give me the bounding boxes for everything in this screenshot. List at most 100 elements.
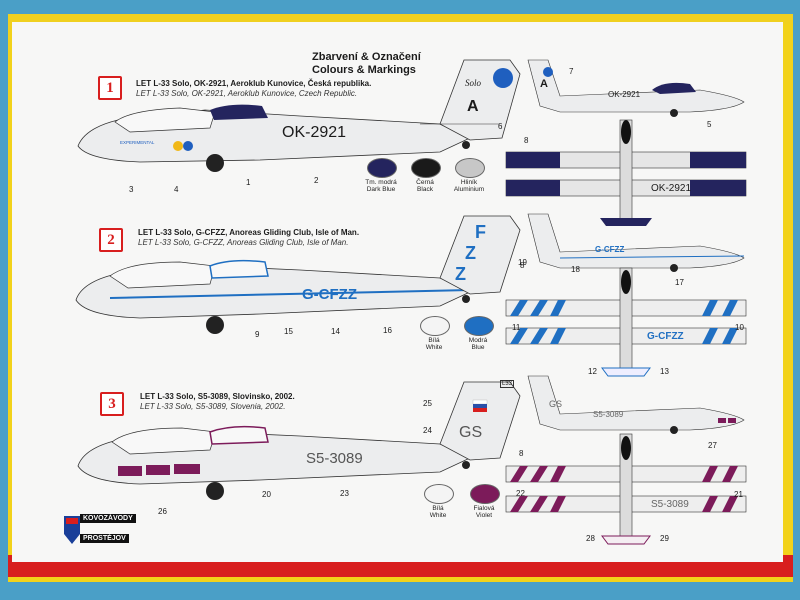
callout-18: 18 bbox=[571, 265, 580, 274]
color-name-cz: Fialová bbox=[473, 505, 495, 512]
variant-3-title: LET L-33 Solo, S5-3089, Slovinsko, 2002. bbox=[140, 392, 295, 401]
variant-1-small-registration: OK-2921 bbox=[608, 90, 641, 99]
callout-3: 3 bbox=[129, 185, 134, 194]
color-name-en: Blue bbox=[471, 344, 485, 351]
callout-12: 12 bbox=[588, 367, 597, 376]
callout-9: 9 bbox=[255, 330, 260, 339]
glider-side-view-3 bbox=[77, 381, 521, 500]
glider-plan-view-3 bbox=[505, 433, 747, 545]
kovozavody-logo-emblem bbox=[64, 516, 80, 544]
callout-5: 5 bbox=[707, 120, 712, 129]
color-name-cz: Tm. modrá bbox=[365, 179, 397, 186]
variant-1-fin-script: Solo bbox=[465, 78, 482, 88]
callout-24: 24 bbox=[423, 426, 432, 435]
callout-2: 2 bbox=[314, 176, 319, 185]
variant-1-small-fin-letter: A bbox=[540, 78, 548, 90]
callout-8-v3: 8 bbox=[519, 449, 524, 458]
variant-1-subtitle: LET L-33 Solo, OK-2921, Aeroklub Kunovic… bbox=[136, 89, 358, 98]
callout-4: 4 bbox=[174, 185, 179, 194]
variant-2-fin-letter-1: F bbox=[475, 222, 486, 242]
logo-text-bottom: PROSTĚJOV bbox=[80, 534, 129, 543]
callout-19: 19 bbox=[518, 258, 527, 267]
callout-21: 21 bbox=[734, 490, 743, 499]
callout-25: 25 bbox=[423, 399, 432, 408]
variant-2-small-registration: G-CFZZ bbox=[595, 245, 625, 254]
callout-14: 14 bbox=[331, 327, 340, 336]
callout-8-v2: 8 bbox=[520, 261, 525, 270]
variant-3-fin-tag: L33 bbox=[500, 380, 515, 388]
color-swatch-2-2 bbox=[464, 316, 494, 336]
color-name-en: Black bbox=[417, 186, 433, 193]
callout-11: 11 bbox=[512, 323, 521, 332]
variant-2-number: 2 bbox=[99, 228, 123, 252]
variant-3-number: 3 bbox=[100, 392, 124, 416]
color-name-cz: Hliník bbox=[460, 179, 478, 186]
callout-8: 8 bbox=[524, 136, 529, 145]
variant-1-title: LET L-33 Solo, OK-2921, Aeroklub Kunovic… bbox=[136, 79, 372, 88]
color-name-en: Dark Blue bbox=[366, 186, 396, 193]
variant-1-fin-letter: A bbox=[467, 98, 479, 115]
callout-6: 6 bbox=[498, 122, 503, 131]
callout-20: 20 bbox=[262, 490, 271, 499]
variant-1-number: 1 bbox=[98, 76, 122, 100]
variant-3-small-registration: S5-3089 bbox=[593, 410, 624, 419]
variant-1-nose-text: EXPERIMENTAL bbox=[120, 140, 155, 145]
color-name-en: White bbox=[429, 512, 447, 519]
color-name-cz: Modrá bbox=[468, 337, 488, 344]
callout-10: 10 bbox=[735, 323, 744, 332]
variant-3-plan-registration: S5-3089 bbox=[651, 499, 689, 510]
callout-7: 7 bbox=[569, 67, 574, 76]
color-name-en: White bbox=[425, 344, 443, 351]
variant-2-title: LET L-33 Solo, G-CFZZ, Anoreas Gliding C… bbox=[138, 228, 360, 237]
glider-small-side-3 bbox=[527, 375, 745, 434]
variant-2-fin-letter-3: Z bbox=[455, 264, 466, 284]
callout-15: 15 bbox=[284, 327, 293, 336]
color-swatch-3-2 bbox=[470, 484, 500, 504]
glider-plan-view-1 bbox=[505, 119, 747, 226]
variant-2-plan-registration: G-CFZZ bbox=[647, 331, 684, 342]
glider-small-side-2 bbox=[527, 213, 745, 272]
header-title-cz: Zbarvení & Označení bbox=[312, 51, 421, 63]
variant-3-registration: S5-3089 bbox=[306, 450, 363, 467]
variant-3-subtitle: LET L-33 Solo, S5-3089, Slovenia, 2002. bbox=[140, 402, 286, 411]
header-title-en: Colours & Markings bbox=[312, 64, 416, 76]
callout-27: 27 bbox=[708, 441, 717, 450]
color-name-en: Aluminium bbox=[453, 186, 485, 193]
variant-2-subtitle: LET L-33 Solo, G-CFZZ, Anoreas Gliding C… bbox=[138, 238, 349, 247]
logo-text-top: KOVOZÁVODY bbox=[80, 514, 136, 523]
variant-2-fin-letter-2: Z bbox=[465, 243, 476, 263]
variant-2-registration: G-CFZZ bbox=[302, 286, 357, 303]
color-swatch-2-1 bbox=[420, 316, 450, 336]
glider-plan-view-2 bbox=[505, 267, 747, 377]
glider-small-side-1 bbox=[527, 59, 745, 117]
callout-29: 29 bbox=[660, 534, 669, 543]
variant-1-registration: OK-2921 bbox=[282, 124, 347, 141]
callout-13: 13 bbox=[660, 367, 669, 376]
callout-17: 17 bbox=[675, 278, 684, 287]
callout-1: 1 bbox=[246, 178, 251, 187]
callout-28: 28 bbox=[586, 534, 595, 543]
color-name-cz: Bílá bbox=[432, 505, 444, 512]
callout-16: 16 bbox=[383, 326, 392, 335]
color-swatch-1-3 bbox=[455, 158, 485, 178]
color-name-en: Violet bbox=[475, 512, 493, 519]
glider-side-view-1 bbox=[77, 59, 521, 172]
color-name-cz: Černá bbox=[416, 179, 434, 186]
callout-23: 23 bbox=[340, 489, 349, 498]
color-name-cz: Bílá bbox=[428, 337, 440, 344]
color-swatch-1-2 bbox=[411, 158, 441, 178]
variant-3-fin-letters: GS bbox=[459, 424, 483, 441]
variant-1-plan-registration: OK-2921 bbox=[651, 183, 692, 194]
callout-26: 26 bbox=[158, 507, 167, 516]
glider-side-view-2 bbox=[75, 215, 521, 334]
color-swatch-1-1 bbox=[367, 158, 397, 178]
